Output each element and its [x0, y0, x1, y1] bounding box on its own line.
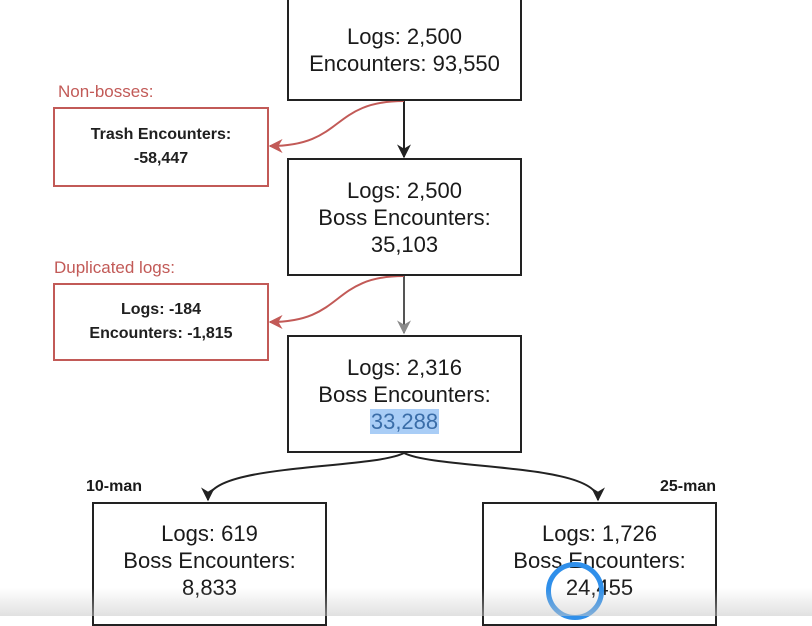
node-trash-count: -58,447	[133, 150, 189, 167]
node-dedup-logs: Logs: 2,316	[347, 354, 462, 380]
node-twentyfive-label: Boss Encounters:	[513, 548, 686, 573]
node-ten-logs: Logs: 619	[161, 521, 258, 546]
label-ten-man: 10-man	[86, 478, 143, 495]
node-dupes-logs: Logs: -184	[120, 301, 201, 318]
node-trash-removed: Trash Encounters: -58,447	[53, 107, 269, 187]
node-dedup-count-selected[interactable]: 33,288	[369, 408, 440, 434]
node-boss-logs: Logs: 2,500	[347, 177, 462, 203]
node-boss-label: Boss Encounters:	[318, 204, 491, 230]
node-deduplicated: Logs: 2,316 Boss Encounters: 33,288	[287, 335, 522, 453]
node-twentyfive-count: 24,455	[565, 575, 634, 600]
node-boss-encounters: Logs: 2,500 Boss Encounters: 35,103	[287, 158, 522, 276]
label-non-bosses: Non-bosses:	[58, 82, 154, 101]
node-ten-man: Logs: 619 Boss Encounters: 8,833	[92, 502, 327, 626]
node-boss-count: 35,103	[370, 231, 439, 257]
arrow-boss-to-dupes	[268, 275, 405, 329]
node-ten-label: Boss Encounters:	[123, 548, 296, 573]
label-duplicated-logs: Duplicated logs:	[54, 258, 175, 277]
arrow-dedup-to-twentyfive	[403, 452, 605, 502]
node-root: Logs: 2,500 Encounters: 93,550	[287, 0, 522, 101]
node-dupes-encounters: Encounters: -1,815	[89, 325, 233, 342]
node-twentyfive-man: Logs: 1,726 Boss Encounters: 24,455	[482, 502, 717, 626]
node-root-logs: Logs: 2,500	[347, 23, 462, 49]
node-twentyfive-logs: Logs: 1,726	[542, 521, 657, 546]
arrow-dedup-to-ten	[201, 452, 405, 502]
node-duplicates-removed: Logs: -184 Encounters: -1,815	[53, 283, 269, 361]
node-dedup-count-wrap: 33,288	[369, 408, 440, 435]
node-root-encounters: Encounters: 93,550	[309, 50, 500, 76]
node-dedup-label: Boss Encounters:	[318, 381, 491, 407]
label-twentyfive-man: 25-man	[660, 478, 717, 495]
arrow-root-to-trash	[268, 100, 405, 153]
node-trash-label: Trash Encounters:	[90, 126, 232, 143]
node-ten-count: 8,833	[181, 575, 238, 600]
